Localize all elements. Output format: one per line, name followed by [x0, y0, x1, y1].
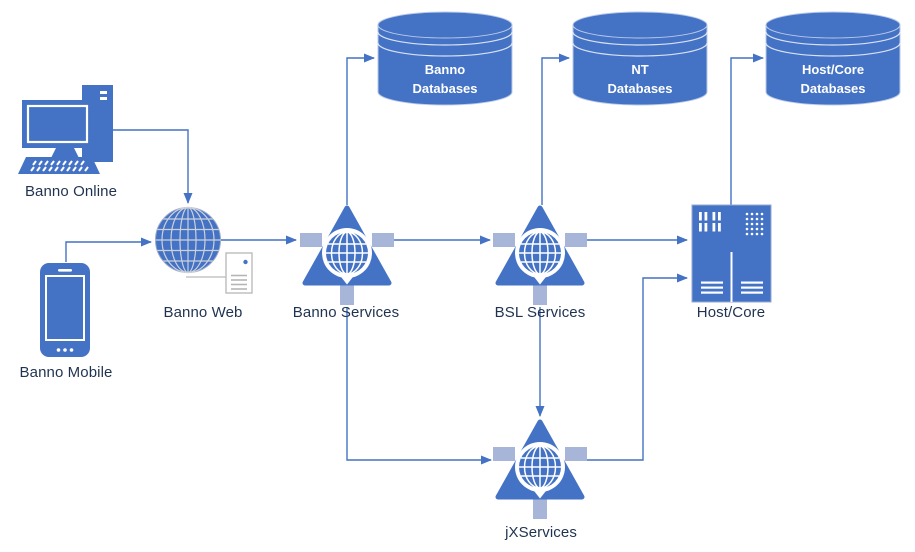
label-line: Databases — [800, 81, 866, 96]
web-service-icon-bsl-services — [493, 208, 587, 305]
label-line: NT — [631, 62, 649, 77]
label-banno-web: Banno Web — [163, 304, 243, 321]
edge-banno-services-to-banno-databases — [346, 53, 375, 205]
web-service-icon-banno-services — [300, 208, 394, 305]
edge-bsl-services-to-nt-databases — [541, 53, 570, 205]
label-host-core-databases: Host/Core Databases — [773, 60, 893, 98]
connector-layer — [65, 53, 764, 465]
desktop-computer-icon — [18, 85, 113, 174]
edge-banno-mobile-to-banno-web — [65, 237, 152, 262]
mainframe-icon — [691, 204, 772, 303]
label-line: Databases — [412, 81, 478, 96]
label-banno-databases: Banno Databases — [385, 60, 505, 98]
edge-host-core-to-host-core-databases — [730, 53, 764, 205]
page-note-icon — [186, 252, 253, 294]
label-host-core: Host/Core — [696, 304, 766, 321]
globe-icon — [155, 206, 221, 274]
label-banno-mobile: Banno Mobile — [19, 364, 113, 381]
label-line: Banno — [424, 62, 466, 77]
label-line: Host/Core — [801, 62, 865, 77]
label-bsl-services: BSL Services — [494, 304, 586, 321]
smartphone-icon — [40, 263, 90, 357]
edge-jx-services-to-host-core — [587, 273, 688, 461]
label-banno-online: Banno Online — [24, 183, 118, 200]
label-nt-databases: NT Databases — [580, 60, 700, 98]
label-line: Databases — [607, 81, 673, 96]
web-service-icon-jx-services — [493, 422, 587, 519]
label-jx-services: jXServices — [505, 524, 577, 541]
edge-banno-services-to-jx-services — [346, 307, 492, 465]
label-banno-services: Banno Services — [292, 304, 400, 321]
edge-banno-online-to-banno-web — [113, 129, 193, 204]
